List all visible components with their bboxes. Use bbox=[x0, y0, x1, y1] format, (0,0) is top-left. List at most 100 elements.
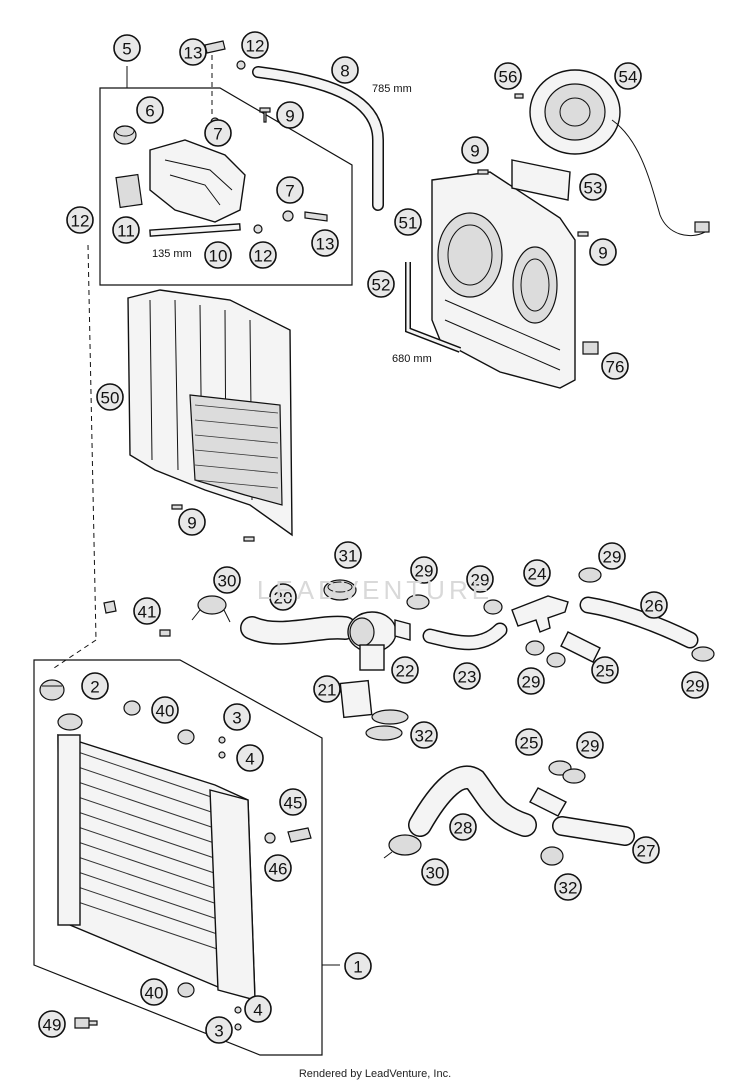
callout-40: 40 bbox=[151, 696, 179, 724]
callout-label: 9 bbox=[470, 142, 479, 161]
radiator bbox=[57, 713, 256, 1001]
callout-12: 12 bbox=[241, 31, 269, 59]
footer-credit: Rendered by LeadVenture, Inc. bbox=[298, 1068, 452, 1080]
hose-25b bbox=[529, 787, 567, 817]
callout-9: 9 bbox=[178, 508, 206, 536]
bushing-40c bbox=[177, 982, 195, 998]
callout-circle bbox=[394, 208, 422, 236]
callout-circle bbox=[140, 978, 168, 1006]
callout-label: 10 bbox=[209, 247, 228, 266]
callout-circle bbox=[276, 101, 304, 129]
callout-circle bbox=[223, 703, 251, 731]
hose-8 bbox=[252, 66, 384, 211]
hose-21 bbox=[339, 679, 373, 719]
callout-56: 56 bbox=[494, 62, 522, 90]
callout-label: 29 bbox=[415, 562, 434, 581]
expansion-tank bbox=[115, 139, 246, 223]
callout-label: 1 bbox=[353, 958, 362, 977]
fan-motor bbox=[529, 69, 710, 237]
callout-29: 29 bbox=[681, 671, 709, 699]
callout-circle bbox=[579, 173, 607, 201]
callout-circle bbox=[449, 813, 477, 841]
callout-circle bbox=[96, 383, 124, 411]
hose-10 bbox=[149, 223, 241, 237]
callout-20: 20 bbox=[269, 583, 297, 611]
callout-32: 32 bbox=[410, 721, 438, 749]
callout-circle bbox=[113, 34, 141, 62]
callout-circle bbox=[494, 62, 522, 90]
clamp-32a bbox=[365, 709, 409, 741]
washer-3b bbox=[234, 1023, 242, 1031]
callout-25: 25 bbox=[591, 656, 619, 684]
callout-circle bbox=[264, 854, 292, 882]
callout-label: 29 bbox=[603, 548, 622, 567]
callout-circle bbox=[204, 241, 232, 269]
callout-label: 22 bbox=[396, 662, 415, 681]
screw-56 bbox=[514, 93, 524, 99]
callout-label: 4 bbox=[245, 750, 254, 769]
callout-label: 4 bbox=[253, 1001, 262, 1020]
seal-46 bbox=[264, 832, 276, 844]
callout-label: 12 bbox=[254, 247, 273, 266]
callout-76: 76 bbox=[601, 352, 629, 380]
callout-label: 45 bbox=[284, 794, 303, 813]
callout-circle bbox=[453, 662, 481, 690]
callout-52: 52 bbox=[367, 270, 395, 298]
callout-label: 9 bbox=[187, 514, 196, 533]
screw-9c bbox=[477, 169, 489, 175]
callout-circle bbox=[276, 176, 304, 204]
callout-circle bbox=[249, 241, 277, 269]
callout-label: 29 bbox=[471, 571, 490, 590]
callout-label: 31 bbox=[339, 547, 358, 566]
callout-circle bbox=[576, 731, 604, 759]
clamp-12-top bbox=[236, 60, 246, 70]
clamp-29d bbox=[525, 640, 545, 656]
sensor-45 bbox=[287, 827, 312, 843]
callout-4: 4 bbox=[236, 744, 264, 772]
callout-label: 2 bbox=[90, 678, 99, 697]
callout-label: 13 bbox=[184, 44, 203, 63]
callout-11: 11 bbox=[112, 216, 140, 244]
callout-27: 27 bbox=[632, 836, 660, 864]
callout-label: 28 bbox=[454, 819, 473, 838]
callout-2: 2 bbox=[81, 672, 109, 700]
callout-41: 41 bbox=[133, 597, 161, 625]
clamp-30a bbox=[191, 595, 231, 623]
clamp-29e bbox=[546, 652, 566, 668]
callout-label: 27 bbox=[637, 842, 656, 861]
callout-54: 54 bbox=[614, 62, 642, 90]
callout-25: 25 bbox=[515, 728, 543, 756]
fitting-13-top bbox=[204, 40, 226, 54]
callout-49: 49 bbox=[38, 1010, 66, 1038]
screw-9-top bbox=[259, 107, 271, 123]
clamp-31 bbox=[323, 579, 357, 601]
fan-frame bbox=[431, 171, 576, 389]
screw-9d bbox=[577, 231, 589, 237]
callout-label: 13 bbox=[316, 235, 335, 254]
callout-29: 29 bbox=[466, 565, 494, 593]
callout-label: 9 bbox=[598, 244, 607, 263]
callout-29: 29 bbox=[598, 542, 626, 570]
callout-31: 31 bbox=[334, 541, 362, 569]
callout-label: 56 bbox=[499, 68, 518, 87]
callout-29: 29 bbox=[576, 731, 604, 759]
callout-circle bbox=[367, 270, 395, 298]
callout-9: 9 bbox=[461, 136, 489, 164]
callout-circle bbox=[241, 31, 269, 59]
callout-22: 22 bbox=[391, 656, 419, 684]
callout-label: 29 bbox=[581, 737, 600, 756]
callout-circle bbox=[179, 38, 207, 66]
callout-45: 45 bbox=[279, 788, 307, 816]
clip-76 bbox=[582, 341, 599, 355]
callout-label: 46 bbox=[269, 860, 288, 879]
bracket-53 bbox=[511, 159, 571, 201]
callout-3: 3 bbox=[205, 1016, 233, 1044]
radiator-shroud bbox=[127, 289, 293, 537]
washer-4a bbox=[218, 751, 226, 759]
callout-circle bbox=[632, 836, 660, 864]
callout-label: 53 bbox=[584, 179, 603, 198]
callout-7: 7 bbox=[276, 176, 304, 204]
callout-label: 29 bbox=[522, 673, 541, 692]
washer-7b bbox=[282, 210, 294, 222]
